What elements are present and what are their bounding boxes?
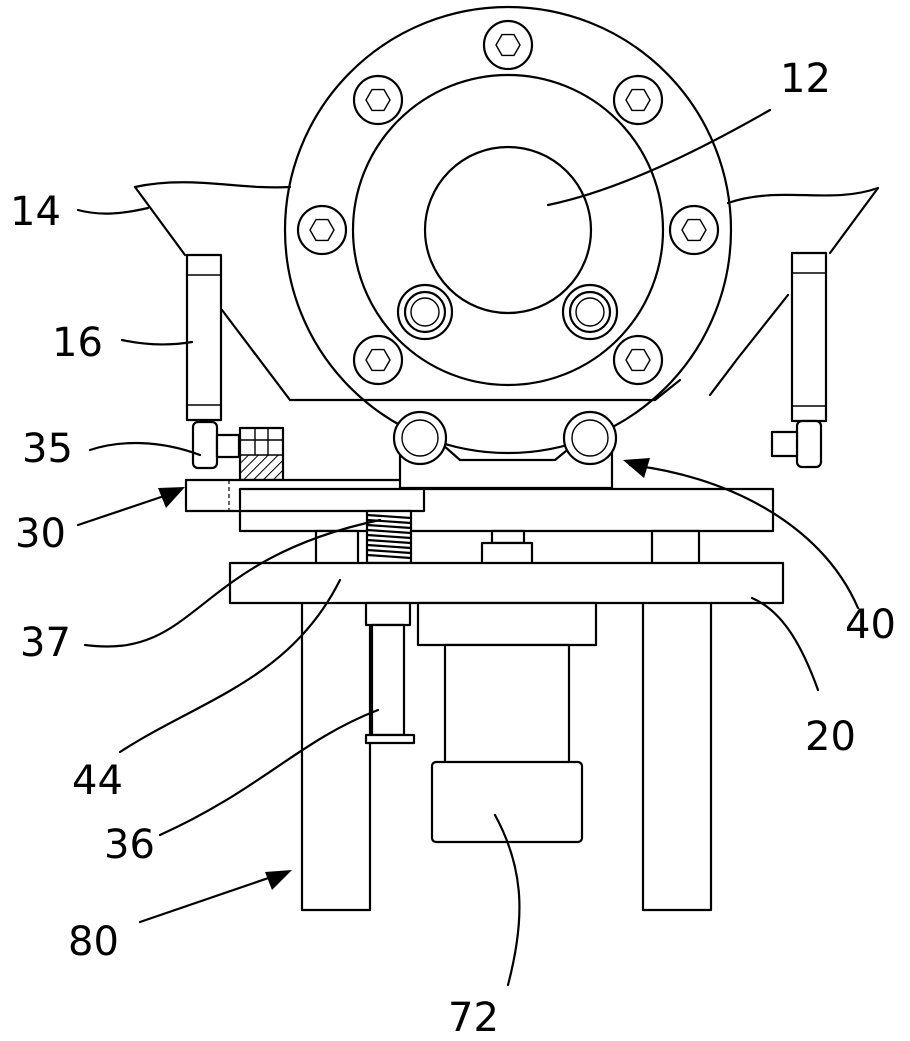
bolt-upper-right: [612, 74, 664, 126]
reference-numerals: 12 14 16 35 30 37 44 36 80 72 40 20: [10, 56, 896, 1041]
label-72: 72: [448, 995, 499, 1041]
arrow-30: [158, 487, 185, 508]
bolt-upper-left: [352, 74, 404, 126]
inner-bolt-right: [561, 283, 619, 341]
label-37: 37: [20, 620, 71, 666]
roller-carriage: [392, 410, 618, 490]
plunger-rod: [364, 601, 416, 745]
bumper-head-left: [191, 420, 241, 470]
label-35: 35: [22, 426, 73, 472]
bumper-head-right: [770, 419, 823, 469]
label-16: 16: [52, 320, 103, 366]
bolt-top: [482, 19, 534, 71]
compression-spring: [365, 509, 413, 565]
bolt-left: [296, 204, 348, 256]
label-44: 44: [72, 758, 123, 804]
label-14: 14: [10, 189, 61, 235]
arrow-heads: [158, 458, 650, 890]
leader-lines: [76, 108, 860, 987]
roller-left: [392, 410, 448, 466]
mounting-flange: [283, 5, 733, 455]
bolt-lower-left: [352, 334, 404, 386]
shaft-bore: [423, 145, 593, 315]
label-20: 20: [805, 714, 856, 760]
bolt-right: [668, 204, 720, 256]
side-pin-left: [185, 253, 223, 422]
housing-bracket: [133, 181, 880, 402]
center-stop-screw: [480, 529, 534, 566]
bolt-lower-right: [612, 334, 664, 386]
roller-right: [562, 410, 618, 466]
side-pin-right: [790, 251, 828, 423]
base-plate: [228, 561, 785, 605]
flange-bolts: [296, 19, 720, 386]
inner-socket-bolts: [396, 283, 619, 341]
arrow-40: [623, 458, 650, 478]
stand-legs: [300, 600, 713, 912]
label-36: 36: [104, 822, 155, 868]
actuator-cylinder: [416, 601, 598, 844]
inner-bolt-left: [396, 283, 454, 341]
label-40: 40: [845, 602, 896, 648]
arrow-80: [265, 870, 292, 890]
label-80: 80: [68, 919, 119, 965]
label-30: 30: [15, 511, 66, 557]
label-12: 12: [780, 56, 831, 102]
stop-block: [238, 426, 285, 482]
latch-plate: [184, 478, 426, 513]
